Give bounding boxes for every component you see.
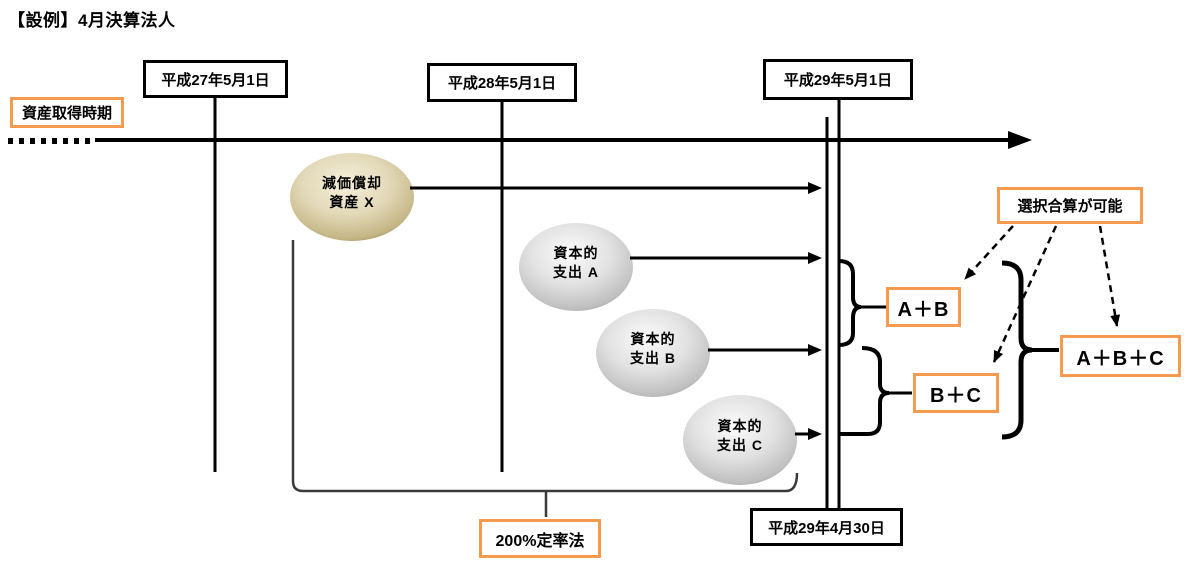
capex-a-label-line1: 資本的 bbox=[553, 245, 599, 261]
date-box-h29: 平成29年5月1日 bbox=[763, 59, 913, 100]
capex-b-ellipse bbox=[596, 309, 710, 397]
acquisition-period-label: 資産取得時期 bbox=[10, 97, 124, 128]
capex-a-ellipse bbox=[519, 223, 633, 311]
combo-bc-box: B＋C bbox=[913, 373, 999, 413]
note-arrow-to-ab bbox=[964, 225, 1014, 280]
capex-c-label: 資本的 支出 C bbox=[680, 417, 800, 455]
combo-ab-box: A＋B bbox=[886, 287, 961, 327]
capex-c-label-line2: 支出 C bbox=[717, 437, 763, 453]
capex-b-label-line2: 支出 B bbox=[630, 350, 676, 366]
capex-b-label: 資本的 支出 B bbox=[593, 330, 713, 368]
bc-brace bbox=[840, 346, 890, 436]
optional-aggregation-note: 選択合算が可能 bbox=[997, 187, 1143, 224]
date-box-h27: 平成27年5月1日 bbox=[143, 60, 288, 98]
capex-a-label-line2: 支出 A bbox=[553, 264, 599, 280]
note-arrow-to-abc bbox=[1098, 225, 1121, 327]
capex-c-label-line1: 資本的 bbox=[717, 418, 763, 434]
asset-x-arrowhead-icon bbox=[808, 182, 822, 194]
ab-brace bbox=[838, 259, 862, 347]
date-box-h28: 平成28年5月1日 bbox=[427, 63, 577, 102]
capex-c-arrowhead-icon bbox=[808, 428, 822, 440]
asset-x-label-line1: 減価償却 bbox=[322, 175, 382, 191]
timeline-arrowhead-icon bbox=[1008, 131, 1032, 149]
capex-b-label-line1: 資本的 bbox=[630, 331, 676, 347]
capex-c-ellipse bbox=[683, 395, 797, 485]
asset-x-ellipse bbox=[290, 153, 414, 241]
capex-a-label: 資本的 支出 A bbox=[516, 244, 636, 282]
capex-b-arrowhead-icon bbox=[808, 344, 822, 356]
capex-a-arrowhead-icon bbox=[808, 252, 822, 264]
note-arrow-to-bc bbox=[992, 225, 1058, 363]
asset-x-label: 減価償却 資産 X bbox=[292, 174, 412, 212]
asset-x-label-line2: 資産 X bbox=[329, 194, 375, 210]
method-box: 200%定率法 bbox=[479, 519, 601, 558]
combo-abc-box: A＋B＋C bbox=[1060, 335, 1181, 377]
page-title: 【設例】4月決算法人 bbox=[8, 11, 176, 30]
abc-brace bbox=[1001, 260, 1033, 440]
fiscal-year-end-box: 平成29年4月30日 bbox=[750, 508, 903, 546]
method-brace bbox=[291, 240, 799, 493]
